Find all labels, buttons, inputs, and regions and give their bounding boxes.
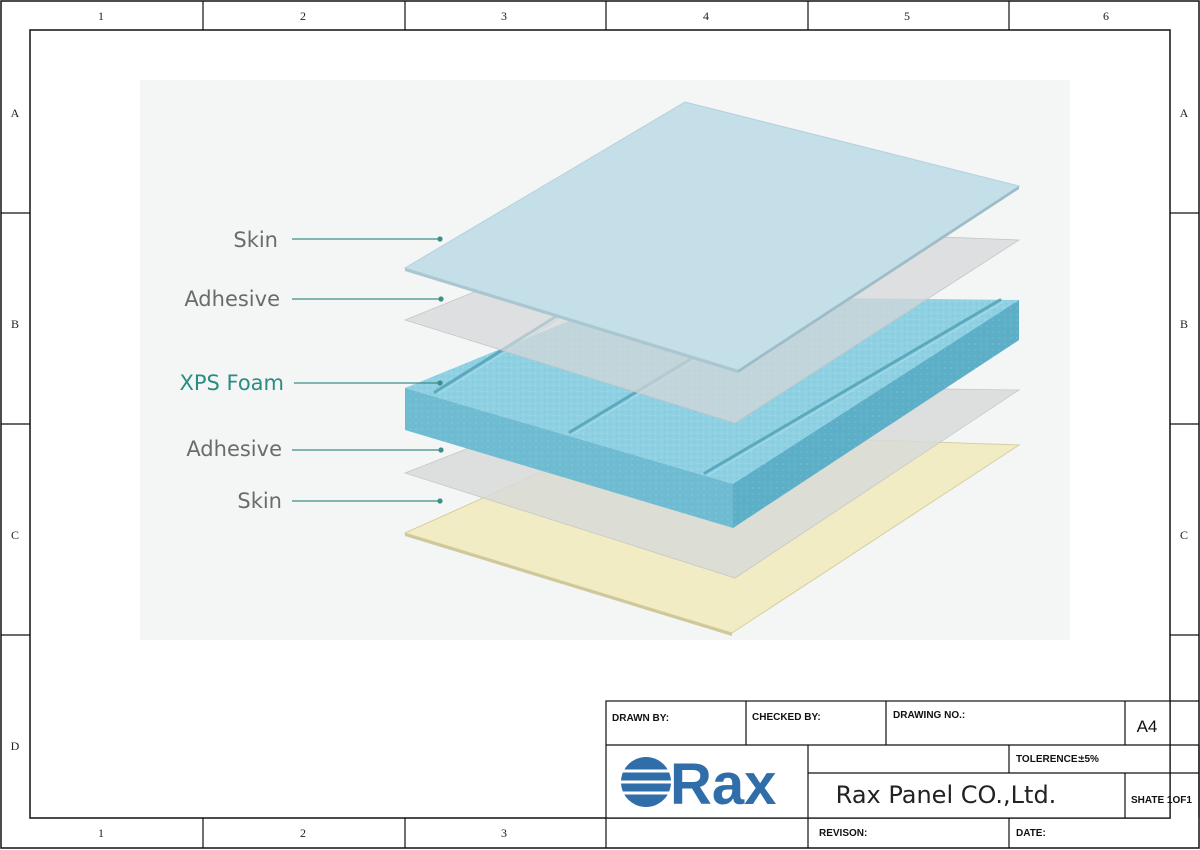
sheet-size-value: A4	[1137, 717, 1158, 736]
layer-label: Adhesive	[184, 287, 280, 311]
date-label: DATE:	[1016, 828, 1046, 839]
column-number: 4	[703, 9, 709, 23]
layer-callouts: Skin Adhesive XPS Foam Adhesive Skin	[179, 228, 444, 513]
column-number: 1	[98, 9, 104, 23]
company-name: Rax Panel CO.,Ltd.	[836, 781, 1057, 809]
leader-dot	[438, 296, 444, 302]
tolerance-value: ±5%	[1079, 754, 1099, 765]
column-number: 1	[98, 826, 104, 840]
row-letters-right: A B C	[1180, 106, 1189, 542]
drawing-number-label: DRAWING NO.:	[893, 710, 965, 721]
leader-dot	[437, 380, 443, 386]
callout-bottom-skin: Skin	[237, 489, 443, 513]
column-number: 3	[501, 826, 507, 840]
layer-label: Skin	[233, 228, 278, 252]
leader-dot	[437, 498, 443, 504]
company-logo: Rax	[621, 752, 776, 817]
leader-dot	[437, 236, 443, 242]
checked-by-label: CHECKED BY:	[752, 712, 821, 723]
revision-label: REVISON:	[819, 828, 867, 839]
column-number: 2	[300, 826, 306, 840]
layer-label: Skin	[237, 489, 282, 513]
globe-icon	[621, 757, 671, 807]
layer-top-skin	[403, 101, 1021, 373]
layer-label-highlight: XPS Foam	[179, 371, 284, 395]
column-number: 6	[1103, 9, 1109, 23]
exploded-panel-illustration	[140, 80, 1070, 640]
sheet-number: SHATE 1OF1	[1131, 795, 1192, 806]
callout-top-skin: Skin	[233, 228, 443, 252]
callout-top-adhesive: Adhesive	[184, 287, 444, 311]
column-number: 3	[501, 9, 507, 23]
row-letter: B	[11, 317, 19, 331]
layer-label: Adhesive	[186, 437, 282, 461]
row-letter: C	[1180, 528, 1188, 542]
row-letter: D	[11, 739, 20, 753]
row-letter: C	[11, 528, 19, 542]
column-number: 2	[300, 9, 306, 23]
column-numbers-bottom: 1 2 3	[98, 826, 507, 840]
callout-bottom-adhesive: Adhesive	[186, 437, 444, 461]
title-block: DRAWN BY: CHECKED BY: DRAWING NO.: A4 TO…	[605, 700, 1200, 848]
callout-xps-foam: XPS Foam	[179, 371, 443, 395]
row-letter: A	[1180, 106, 1189, 120]
logo-wordmark: Rax	[670, 752, 776, 817]
column-number: 5	[904, 9, 910, 23]
row-letter: B	[1180, 317, 1188, 331]
row-letters-left: A B C D	[11, 106, 20, 753]
drawn-by-label: DRAWN BY:	[612, 713, 669, 724]
leader-dot	[438, 447, 444, 453]
tolerance-label: TOLERENCE:	[1016, 754, 1081, 765]
row-letter: A	[11, 106, 20, 120]
column-numbers-top: 1 2 3 4 5 6	[98, 9, 1109, 23]
